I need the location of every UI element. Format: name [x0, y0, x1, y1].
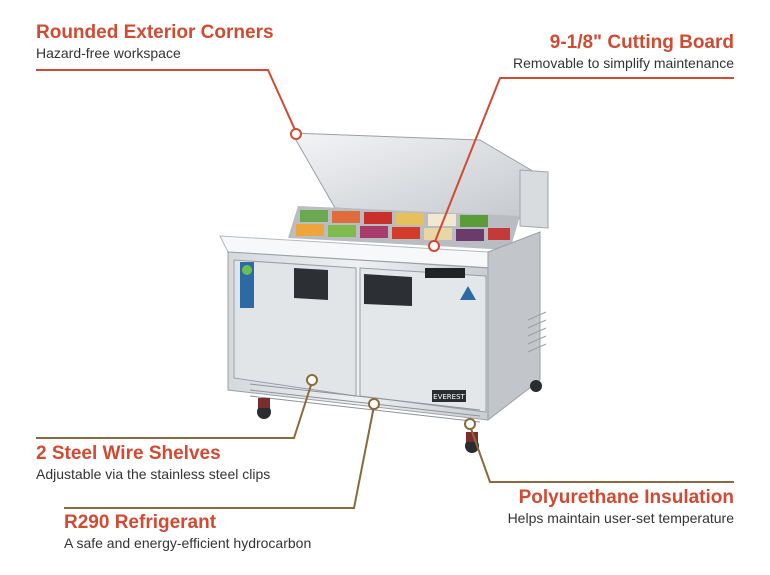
callout-title: Rounded Exterior Corners	[36, 22, 274, 43]
callout-refrigerant: R290 Refrigerant A safe and energy-effic…	[64, 512, 311, 552]
marker-cutting-board	[428, 240, 440, 252]
callout-subtitle: Removable to simplify maintenance	[513, 55, 734, 71]
callout-subtitle: Helps maintain user-set temperature	[507, 510, 734, 526]
callout-title: 9-1/8" Cutting Board	[549, 32, 734, 53]
lid	[291, 132, 549, 221]
leader-refrigerant	[64, 405, 375, 509]
callout-title: R290 Refrigerant	[64, 512, 217, 533]
callout-rounded-corners: Rounded Exterior Corners Hazard-free wor…	[36, 22, 274, 62]
brand-plate-text: EVEREST	[433, 393, 465, 401]
marker-rounded-corners	[290, 128, 302, 140]
ingredient-pans	[288, 206, 520, 250]
marker-insulation	[464, 418, 476, 430]
callout-title: 2 Steel Wire Shelves	[36, 443, 221, 464]
callout-title: Polyurethane Insulation	[518, 487, 734, 508]
callout-insulation: Polyurethane Insulation Helps maintain u…	[508, 487, 734, 527]
brand-plate	[432, 390, 466, 402]
callout-subtitle: Adjustable via the stainless steel clips	[36, 466, 271, 482]
callout-cutting-board: 9-1/8" Cutting Board Removable to simpli…	[513, 32, 734, 72]
callout-subtitle: Hazard-free workspace	[36, 45, 181, 61]
leader-rounded-corners	[36, 69, 297, 133]
leader-insulation	[469, 425, 734, 483]
callout-subtitle: A safe and energy-efficient hydrocarbon	[64, 535, 312, 551]
right-door-handle	[364, 274, 412, 306]
marker-refrigerant	[368, 398, 380, 410]
leader-cutting-board	[433, 77, 734, 245]
left-door-handle	[294, 268, 328, 300]
casters	[257, 380, 542, 453]
callout-steel-shelves: 2 Steel Wire Shelves Adjustable via the …	[36, 443, 270, 483]
leader-steel-shelves	[36, 381, 313, 439]
marker-steel-shelves	[306, 374, 318, 386]
